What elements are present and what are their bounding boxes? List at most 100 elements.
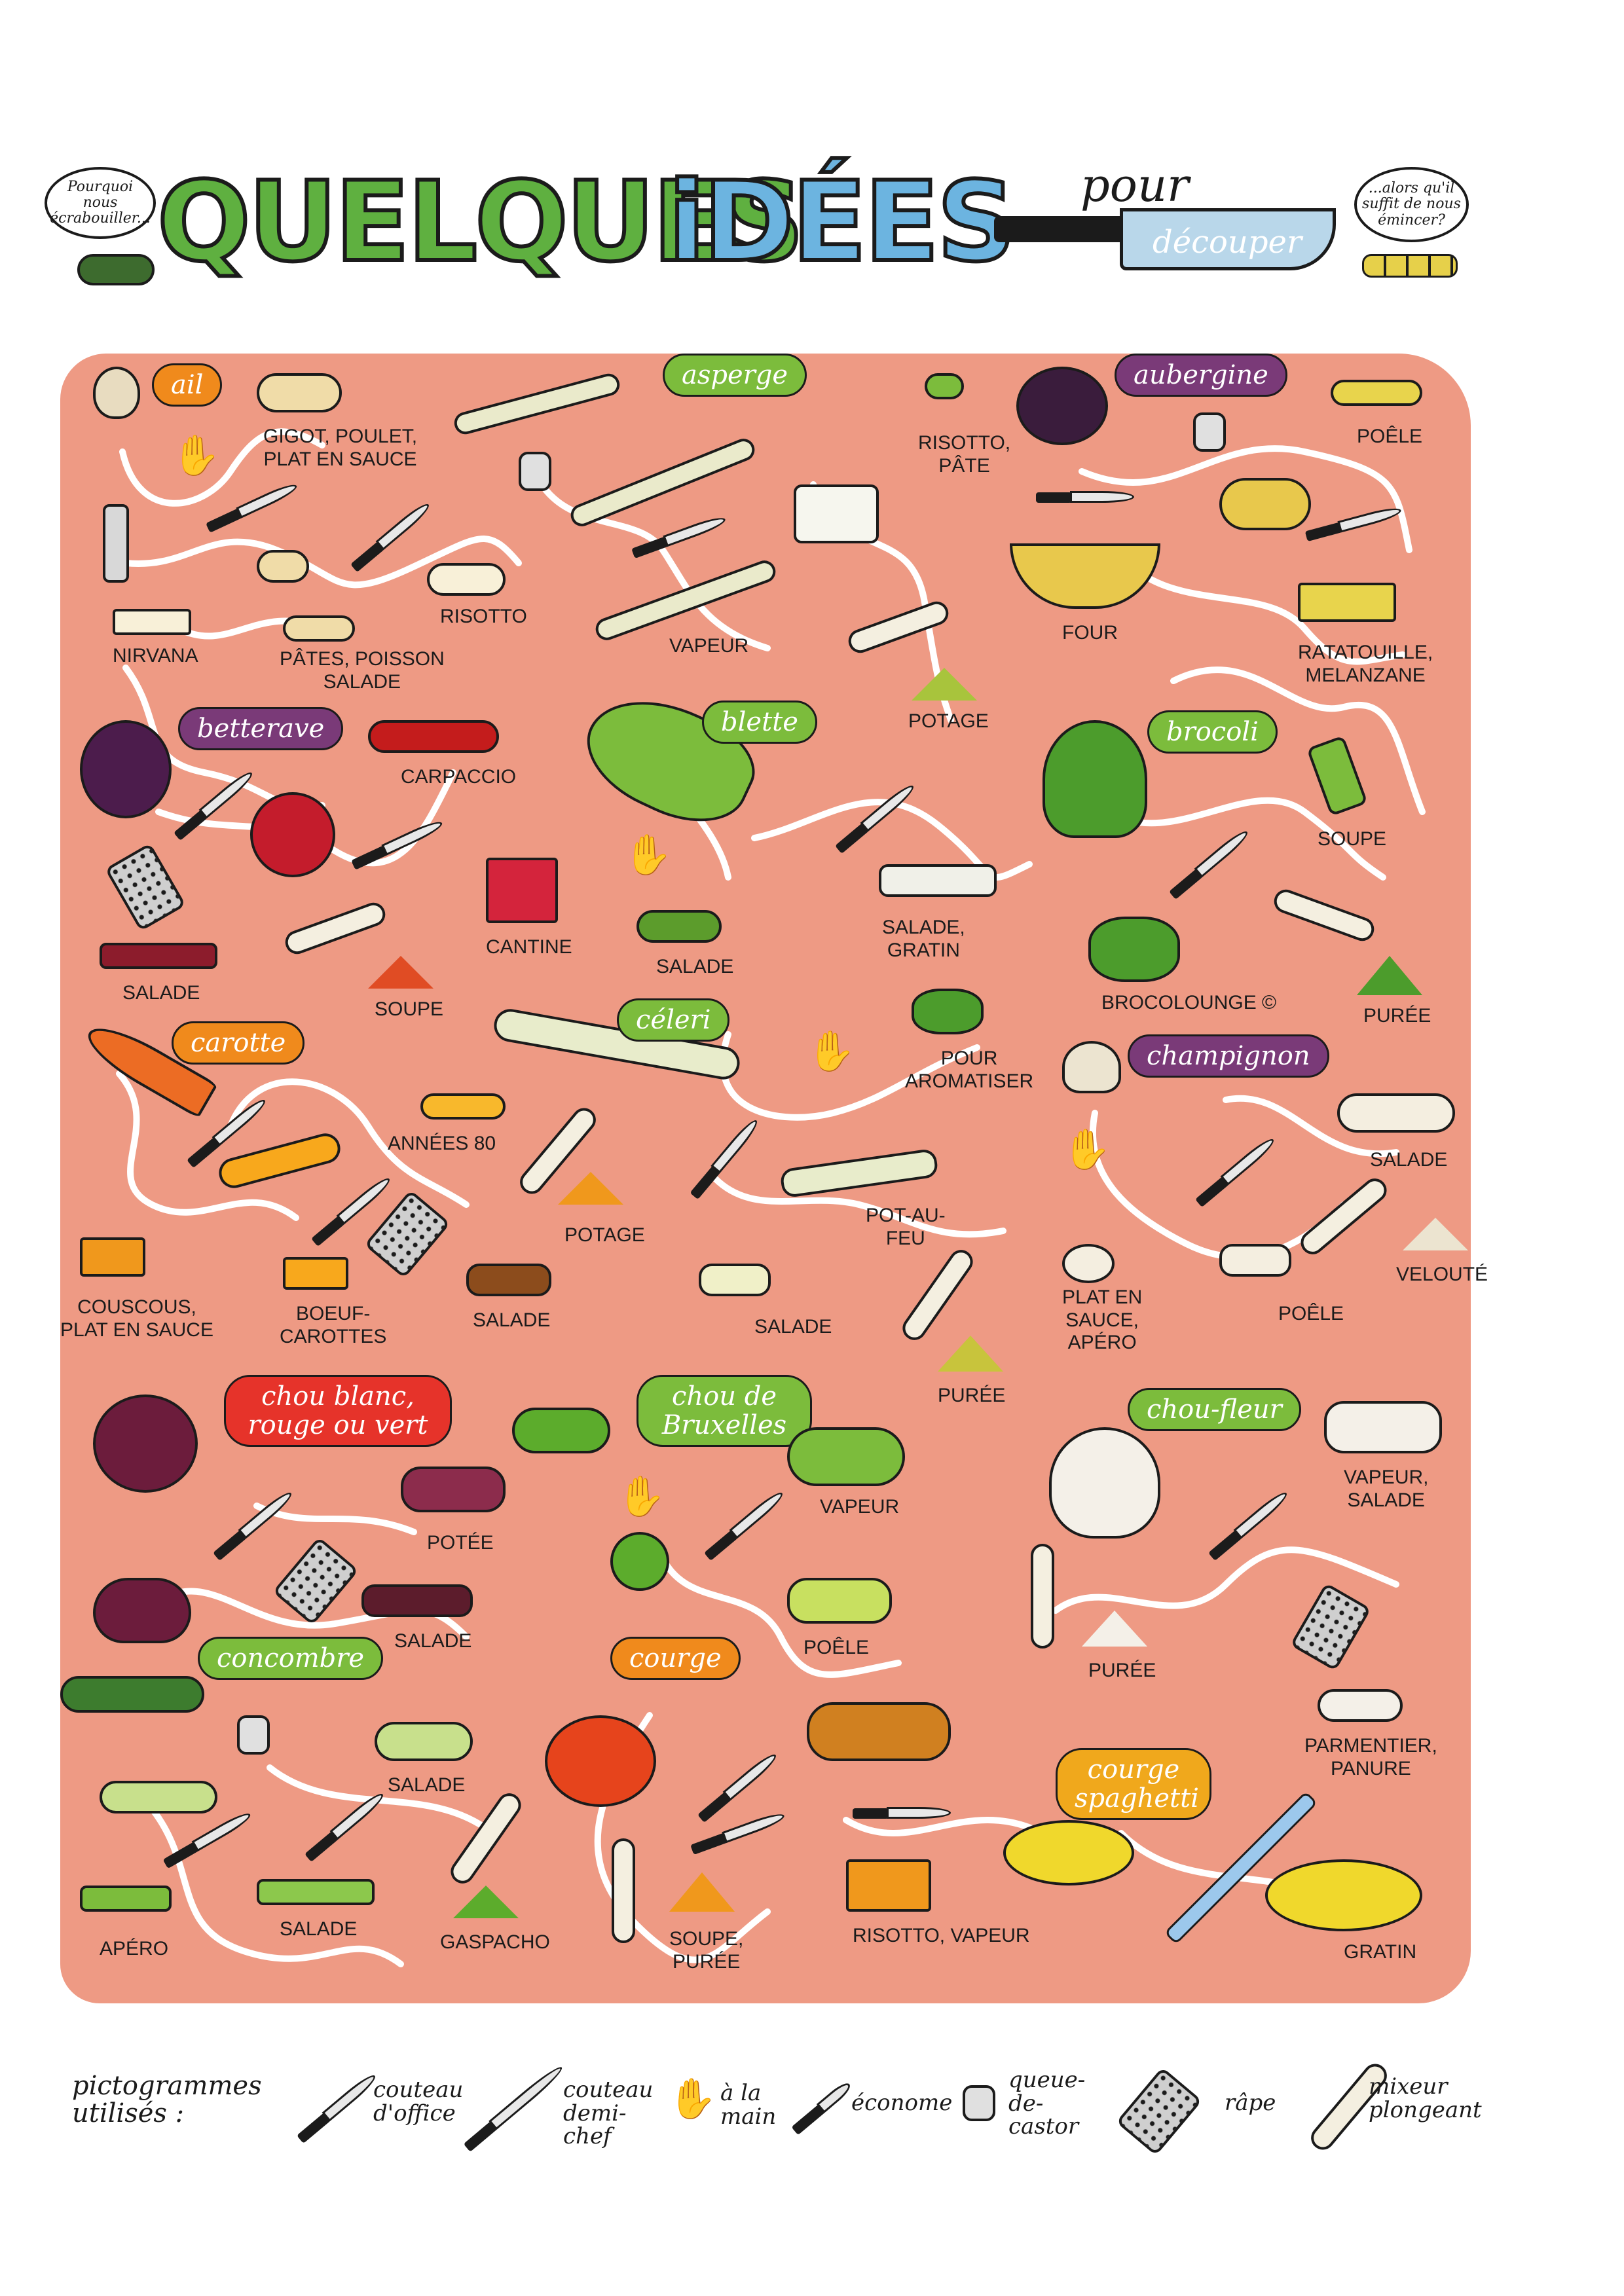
spaghetti-squash-halves	[1265, 1859, 1422, 1931]
bubble-blette: blette	[702, 701, 817, 744]
label-celeri-salade: SALADE	[754, 1316, 832, 1338]
peeler-icon	[790, 2079, 853, 2136]
label-choufleur-parmentier: PARMENTIER, PANURE	[1304, 1735, 1437, 1780]
legend-item-paring: couteau d'office	[373, 2077, 464, 2126]
chard-stems	[879, 864, 997, 897]
bubble-aubergine: aubergine	[1115, 354, 1287, 397]
eggplant-whole	[1016, 367, 1108, 445]
label-ail-risotto: RISOTTO	[440, 606, 527, 627]
hand-blender-icon	[1031, 1544, 1054, 1649]
garlic-minced	[113, 609, 191, 635]
broccoli-head	[1043, 720, 1147, 838]
path-ail-2	[122, 536, 522, 589]
cauliflower-head	[1049, 1427, 1160, 1539]
beetroot-cubes	[486, 858, 558, 923]
label-celeri-puree: PURÉE	[938, 1385, 1006, 1406]
label-text: PLAT EN	[1062, 1286, 1143, 1308]
label-carotte-boeuf: BOEUF- CAROTTES	[280, 1303, 386, 1348]
title-knife-handle	[994, 216, 1132, 242]
path-concombre-2	[267, 1764, 496, 1836]
label-text: PÂTE	[938, 454, 990, 477]
label-text: PANURE	[1330, 1757, 1411, 1779]
label-celeri-potaufeu: POT-AU- FEU	[866, 1205, 946, 1250]
label-aubergine-poele: POÊLE	[1357, 426, 1423, 447]
beaver-tail-peeler-icon	[963, 2085, 995, 2121]
label-carotte-annees: ANNÉES 80	[388, 1133, 496, 1154]
beetroot-carpaccio	[368, 720, 499, 753]
bubble-spaghetti: courge spaghetti	[1056, 1748, 1211, 1820]
path-aubergine-2	[1118, 553, 1406, 665]
label-ail-gigot: GIGOT, POULET, PLAT EN SAUCE	[263, 426, 417, 471]
cucumber-whole	[60, 1676, 204, 1713]
cabbage-halved	[93, 1578, 191, 1643]
mushroom-whole	[1062, 1041, 1121, 1093]
label-choufleur-puree: PURÉE	[1088, 1660, 1156, 1681]
cucumber-sticks	[80, 1886, 172, 1912]
path-bruxelles-1	[659, 1555, 902, 1678]
label-text: BOEUF-	[296, 1303, 371, 1324]
label-blette-gratin: SALADE, GRATIN	[882, 917, 965, 962]
label-chou-salade: SALADE	[394, 1630, 472, 1652]
path-champignon-2	[1223, 1095, 1399, 1157]
beetroot-peeled	[250, 792, 335, 877]
hand-blender-icon	[612, 1838, 635, 1943]
cucumber-ribbons	[257, 1879, 375, 1905]
path-betterave-2	[155, 769, 456, 867]
garlic-slices	[283, 615, 355, 642]
cabbage-whole	[93, 1394, 198, 1493]
label-carotte-salade: SALADE	[473, 1309, 551, 1331]
eggplant-slices	[1331, 380, 1422, 406]
label-text: PARMENTIER,	[1304, 1735, 1437, 1757]
bubble-chou: chou blanc, rouge ou vert	[224, 1375, 452, 1447]
cabbage-shredded	[361, 1584, 473, 1617]
broccoli-florets	[1088, 917, 1180, 982]
label-text: VAPEUR,	[1344, 1467, 1429, 1488]
label-carotte-potage: POTAGE	[564, 1224, 645, 1246]
label-bruxelles-poele: POÊLE	[803, 1637, 870, 1658]
cauliflower-florets	[1324, 1401, 1442, 1453]
carrot-grated	[466, 1264, 551, 1296]
bubble-celeri: céleri	[617, 998, 730, 1042]
broccoli-puree-heap	[1357, 956, 1422, 995]
label-text: GRATIN	[887, 939, 960, 961]
asparagus-tips	[925, 373, 964, 399]
path-ail-1	[119, 428, 325, 507]
label-text: RATATOUILLE,	[1298, 642, 1433, 663]
bubble-carotte: carotte	[172, 1021, 305, 1065]
title-knife-blade	[1120, 208, 1336, 270]
label-text: POT-AU-	[866, 1205, 946, 1226]
label-concombre-gaspacho: GASPACHO	[440, 1931, 550, 1953]
label-text: CAROTTES	[280, 1325, 387, 1347]
hand-icon: ✋	[1062, 1127, 1111, 1173]
path-carotte-1	[116, 1070, 299, 1221]
celery-leaves	[912, 989, 984, 1034]
squash-wedges	[807, 1702, 951, 1761]
beaver-tail-peeler-icon	[519, 452, 551, 491]
beetroot-soup-heap	[368, 956, 434, 989]
label-text: SALADE,	[882, 917, 965, 938]
cucumber-slices	[375, 1722, 473, 1761]
garlic-press	[103, 504, 129, 583]
legend-item-peeler: économe	[851, 2090, 953, 2116]
eggplant-peeled	[1219, 478, 1311, 530]
carrot-rounds	[420, 1093, 506, 1120]
paring-knife-icon	[853, 1807, 951, 1819]
path-blette-2	[751, 799, 1033, 881]
label-spaghetti-gratin: GRATIN	[1344, 1941, 1417, 1963]
bubble-courge: courge	[610, 1637, 741, 1680]
sprout-single	[610, 1532, 669, 1591]
label-ail-nirvana: NIRVANA	[113, 645, 198, 666]
label-ail-pates: PÂTES, POISSON SALADE	[280, 648, 445, 693]
celery-puree-heap	[938, 1336, 1003, 1372]
cabbage-wedges	[401, 1467, 506, 1512]
path-celeri-2	[712, 1175, 1006, 1238]
label-asperge-risotto: RISOTTO, PÂTE	[918, 432, 1010, 477]
cucumber-peeled	[100, 1781, 217, 1813]
label-brocoli-soupe: SOUPE	[1318, 828, 1387, 850]
label-concombre-salade-2: SALADE	[280, 1918, 358, 1940]
legend-item-grater: râpe	[1225, 2090, 1276, 2116]
bubble-concombre: concombre	[198, 1637, 384, 1680]
carrot-cubes	[283, 1257, 348, 1290]
eggplant-cubes	[1298, 583, 1396, 622]
mushroom-quarters	[1219, 1244, 1291, 1277]
